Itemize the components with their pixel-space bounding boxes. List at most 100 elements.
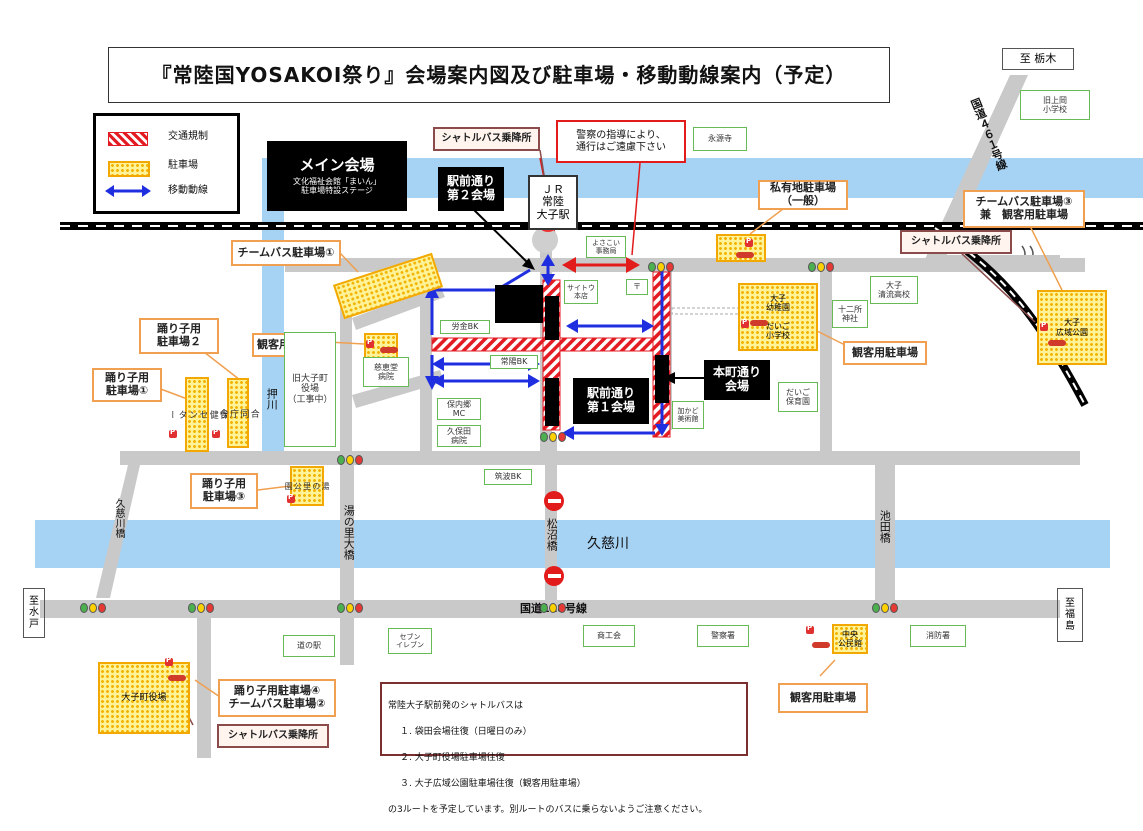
road-closed-sign bbox=[544, 566, 564, 586]
movement-arrows bbox=[430, 258, 664, 435]
main-venue-label: メイン会場 文化福祉会館「まいん」 駐車場特設ステージ bbox=[267, 141, 407, 211]
police-note: 警察の指導により、 通行はご遠慮下さい bbox=[556, 120, 686, 163]
place-kubota: 久保田 病院 bbox=[437, 425, 481, 447]
oshikawa-label: 押川 bbox=[265, 388, 279, 410]
shuttle-info-note: 常陸大子駅前発のシャトルバスは １. 袋田会場往復（日曜日のみ） ２. 大子町役… bbox=[380, 682, 748, 815]
parking-pin-icon bbox=[366, 338, 374, 348]
place-tsukuba: 筑波BK bbox=[484, 469, 532, 485]
river-kuji bbox=[35, 520, 1110, 568]
traffic-light bbox=[808, 262, 834, 272]
ikeda-bridge-label: 池田橋 bbox=[878, 510, 892, 543]
shuttle-stop-koiki: シャトルバス乗降所 bbox=[900, 230, 1012, 254]
place-yosakoi-office: よさこい 事務局 bbox=[586, 236, 626, 258]
koiki-park-parking: 大子 広域公園 bbox=[1037, 290, 1107, 365]
page-title: 『常陸国YOSAKOI祭り』会場案内図及び駐車場・移動動線案内（予定） bbox=[108, 47, 890, 103]
chuo-kominkan-parking: 中央 公民館 bbox=[832, 624, 868, 654]
place-shoboshou: 消防署 bbox=[910, 625, 966, 647]
odoriko-parking-1-label: 踊り子用 駐車場① bbox=[92, 368, 162, 402]
legend: 交通規制 駐車場 移動動線 bbox=[93, 113, 240, 214]
ekimae-1-stage-block bbox=[545, 378, 559, 426]
private-parking-label: 私有地駐車場 （一般） bbox=[758, 180, 848, 210]
place-joyo: 常陽BK bbox=[490, 355, 538, 369]
ekimae-1-venue-label: 駅前通り 第１会場 bbox=[573, 378, 649, 424]
road-middle bbox=[120, 451, 1080, 465]
car-icon bbox=[168, 675, 186, 681]
legend-hatch-swatch bbox=[108, 132, 148, 146]
kankyaku-parking-east-label: 観客用駐車場 bbox=[843, 341, 927, 365]
shuttle-stop-yakuba: シャトルバス乗降所 bbox=[217, 724, 329, 748]
river-oshikawa bbox=[262, 158, 284, 463]
car-icon bbox=[812, 642, 830, 648]
road-east-vertical bbox=[820, 270, 832, 455]
place-juniso: 十二所 神社 bbox=[832, 300, 868, 328]
parking-pin-icon bbox=[287, 493, 295, 503]
parking-pin-icon bbox=[745, 237, 753, 247]
car-icon bbox=[750, 320, 768, 326]
direction-tochigi: 至 栃木 bbox=[1002, 48, 1074, 70]
direction-fukushima: 至 福 島 bbox=[1057, 588, 1083, 642]
road-route461 bbox=[920, 75, 1028, 270]
odoriko-parking-3-label: 踊り子用 駐車場③ bbox=[190, 473, 258, 509]
parking-pin-icon bbox=[212, 428, 220, 438]
main-stage-block bbox=[495, 285, 543, 323]
place-old-primary: 旧上岡 小学校 bbox=[1020, 90, 1090, 120]
yunosato-park-parking: 湯 の 里 公 園 bbox=[284, 466, 330, 506]
shuttle-info-route-2: ２. 大子町役場駐車場往復 bbox=[400, 753, 505, 764]
traffic-light bbox=[188, 603, 214, 613]
honmachi-venue-label: 本町通り 会場 bbox=[704, 360, 770, 400]
car-icon bbox=[736, 252, 754, 258]
shuttle-info-route-1: １. 袋田会場往復（日曜日のみ） bbox=[400, 727, 532, 738]
machi-yakuba-parking: 大子町役場 bbox=[98, 662, 190, 734]
place-keisatsu: 警察署 bbox=[697, 625, 749, 647]
parking-pin-icon bbox=[165, 656, 173, 666]
ekimae-2-venue-label: 駅前通り 第２会場 bbox=[438, 167, 504, 211]
road-ikeda bbox=[875, 455, 895, 605]
traffic-light bbox=[337, 603, 363, 613]
place-old-town-hall: 旧大子町 役場 （工事中） bbox=[284, 332, 336, 447]
road-kujigawa-bridge bbox=[96, 465, 140, 598]
road-left-vertical bbox=[340, 300, 352, 460]
place-seiryu: 大子 清流高校 bbox=[870, 276, 918, 304]
godo-chosha-parking: 合 同 庁 舎 bbox=[218, 378, 259, 448]
shuttle-stop-station: シャトルバス乗降所 bbox=[433, 127, 540, 151]
kankyaku-parking-south-label: 観客用駐車場 bbox=[778, 683, 868, 713]
legend-label-route: 移動動線 bbox=[168, 185, 208, 196]
place-hoshina: 保内郷 MC bbox=[437, 398, 481, 420]
map-canvas: 『常陸国YOSAKOI祭り』会場案内図及び駐車場・移動動線案内（予定） 交通規制… bbox=[0, 0, 1143, 775]
place-michinoeki: 道の駅 bbox=[283, 635, 335, 657]
road-yunosato bbox=[340, 465, 354, 665]
traffic-light bbox=[648, 262, 674, 272]
odoriko-parking-4-label: 踊り子用駐車場④ チームバス駐車場② bbox=[218, 679, 336, 717]
shuttle-info-footer: の3ルートを予定しています。別ルートのバスに乗らないようご注意ください。 bbox=[388, 805, 708, 816]
traffic-light bbox=[540, 603, 566, 613]
jr-station: ＪＲ 常陸 大子駅 bbox=[528, 175, 578, 230]
traffic-light bbox=[540, 432, 566, 442]
shuttle-info-route-3: ３. 大子広域公園駐車場往復（観客用駐車場） bbox=[400, 779, 586, 790]
direction-mito: 至 水 戸 bbox=[23, 588, 45, 638]
parking-pin-icon bbox=[741, 318, 749, 328]
ekimae-2-stage-block bbox=[545, 296, 559, 340]
shuttle-info-heading: 常陸大子駅前発のシャトルバスは bbox=[388, 701, 524, 712]
legend-parking-swatch bbox=[108, 161, 150, 177]
legend-label-parking: 駐車場 bbox=[168, 160, 198, 171]
hoken-center-parking: 保 健 セ ン タ ー bbox=[166, 377, 228, 452]
place-eigenji: 永源寺 bbox=[693, 127, 747, 151]
car-icon bbox=[1048, 340, 1066, 346]
road-diagonal-upper bbox=[352, 285, 445, 330]
road-machiyakuba bbox=[197, 618, 211, 758]
odoriko-parking-2-label: 踊り子用 駐車場２ bbox=[139, 318, 219, 354]
place-rokin: 労金BK bbox=[440, 320, 490, 334]
legend-label-traffic: 交通規制 bbox=[168, 131, 208, 142]
place-seven: セブン イレブン bbox=[388, 628, 432, 654]
road-diagonal-lower bbox=[352, 370, 444, 408]
parking-pin-icon bbox=[1040, 321, 1048, 331]
honmachi-stage-block bbox=[655, 355, 669, 403]
place-kagado: 加かど 美術館 bbox=[672, 401, 704, 429]
parking-pin-icon bbox=[169, 428, 177, 438]
place-post-office: 〒 bbox=[626, 279, 648, 295]
place-saitoh: サイトウ 本店 bbox=[564, 280, 598, 304]
parking-pin-icon bbox=[806, 624, 814, 634]
team-bus-parking-1-label: チームバス駐車場① bbox=[231, 240, 341, 266]
traffic-light bbox=[80, 603, 106, 613]
road-closed-sign bbox=[544, 491, 564, 511]
